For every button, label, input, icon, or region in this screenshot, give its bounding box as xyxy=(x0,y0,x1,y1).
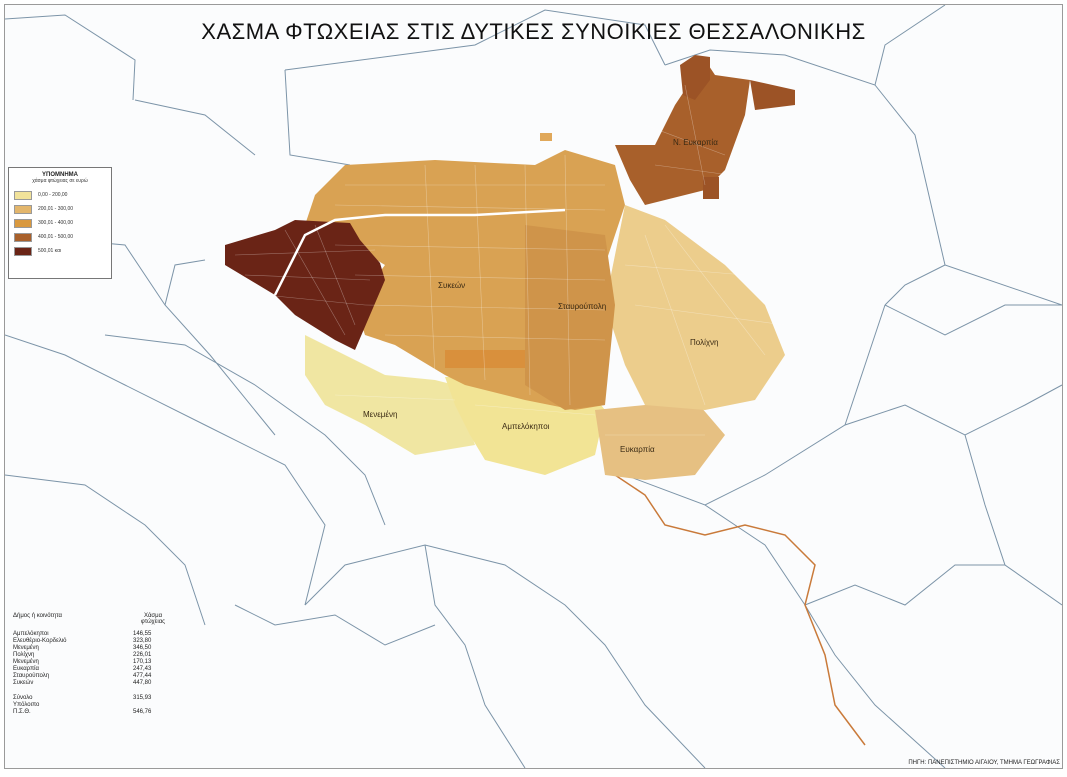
row-name: Σύνολο xyxy=(13,695,33,701)
street-texture-dark xyxy=(234,84,731,336)
legend-item: 200,01 - 300,00 xyxy=(14,202,106,216)
legend-item: 300,01 - 400,00 xyxy=(14,216,106,230)
legend-range: 300,01 - 400,00 xyxy=(38,220,74,226)
legend-swatch xyxy=(14,218,32,228)
row-value: 477,44 xyxy=(133,673,152,679)
legend-range: 0,00 - 200,00 xyxy=(38,192,68,198)
district-eukarpia-south xyxy=(595,400,725,480)
map-title: ΧΑΣΜΑ ΦΤΩΧΕΙΑΣ ΣΤΙΣ ΔΥΤΙΚΕΣ ΣΥΝΟΙΚΙΕΣ ΘΕ… xyxy=(201,19,866,44)
legend-swatch xyxy=(14,190,32,200)
district-menemeni xyxy=(305,335,475,455)
table-row: Π.Σ.Θ. 546,76 xyxy=(13,709,173,716)
row-name: Πολίχνη xyxy=(13,652,35,658)
place-label: Ευκαρπία xyxy=(620,445,655,454)
table-row: Μενεμένη 346,50 xyxy=(13,645,173,652)
district-brown-east xyxy=(750,80,795,110)
place-label: Συκεών xyxy=(438,281,466,290)
legend-swatch xyxy=(14,204,32,214)
table-row: Σύνολο 315,93 xyxy=(13,695,173,702)
row-name: Μενεμένη xyxy=(13,645,39,651)
table-row: Πολίχνη 226,01 xyxy=(13,652,173,659)
row-value: 447,80 xyxy=(133,680,152,686)
district-brown-top xyxy=(680,55,710,100)
place-label: Αμπελόκηποι xyxy=(502,422,550,431)
district-stavroupoli xyxy=(525,225,615,410)
legend-swatch xyxy=(14,246,32,256)
legend-range: 500,01 και xyxy=(38,248,62,254)
street-texture xyxy=(334,154,786,436)
table-row: Μενεμένη 170,13 xyxy=(13,659,173,666)
legend-item: 0,00 - 200,00 xyxy=(14,188,106,202)
place-label: Ν. Ευκαρπία xyxy=(673,138,718,147)
row-name: Ελευθέριο-Κορδελιό xyxy=(13,638,67,644)
place-label: Σταυρούπολη xyxy=(558,302,607,311)
table-row: Υπόλοιπο xyxy=(13,702,173,709)
row-value xyxy=(133,702,173,709)
district-isolated-patch xyxy=(540,133,552,141)
district-brown-small xyxy=(703,177,719,199)
row-name: Αμπελόκηποι xyxy=(13,631,49,637)
place-label: Μενεμένη xyxy=(363,410,398,419)
place-label: Πολίχνη xyxy=(690,338,719,347)
district-polichni xyxy=(605,205,785,410)
legend-heading: ΥΠΟΜΝΗΜΑ xyxy=(42,172,78,178)
row-name: Σταυρούπολη xyxy=(13,673,50,679)
district-darkest xyxy=(225,220,385,350)
stats-col-municipality: Δήμος ή κοινότητα xyxy=(13,613,63,619)
stats-col-gap: Χάσμα φτώχειας xyxy=(140,613,166,625)
legend-item: 500,01 και xyxy=(14,244,106,258)
table-row: Σταυρούπολη 477,44 xyxy=(13,673,173,680)
stats-header: Δήμος ή κοινότητα Χάσμα φτώχειας xyxy=(13,613,173,625)
row-name: Π.Σ.Θ. xyxy=(13,709,31,715)
legend-swatch xyxy=(14,232,32,242)
road-line xyxy=(614,474,866,746)
row-value: 170,13 xyxy=(133,659,152,665)
map-frame: ΧΑΣΜΑ ΦΤΩΧΕΙΑΣ ΣΤΙΣ ΔΥΤΙΚΕΣ ΣΥΝΟΙΚΙΕΣ ΘΕ… xyxy=(4,4,1063,769)
row-name: Υπόλοιπο xyxy=(13,702,40,708)
row-value: 226,01 xyxy=(133,652,152,658)
table-row: Αμπελόκηποι 146,55 xyxy=(13,631,173,638)
legend: ΥΠΟΜΝΗΜΑ χάσμα φτώχειας σε ευρώ 0,00 - 2… xyxy=(8,167,112,279)
table-row: Ελευθέριο-Κορδελιό 323,80 xyxy=(13,638,173,645)
legend-subtitle: χάσμα φτώχειας σε ευρώ xyxy=(32,178,88,184)
legend-item: 400,01 - 500,00 xyxy=(14,230,106,244)
table-row: Συκεών 447,80 xyxy=(13,680,173,687)
row-name: Μενεμένη xyxy=(13,659,39,665)
legend-range: 200,01 - 300,00 xyxy=(38,206,74,212)
stats-table: Δήμος ή κοινότητα Χάσμα φτώχειας Αμπελόκ… xyxy=(13,613,173,716)
row-name: Ευκαρπία xyxy=(13,666,39,672)
row-value: 346,50 xyxy=(133,645,152,651)
row-value: 315,93 xyxy=(133,695,152,701)
stats-footer: Σύνολο 315,93 Υπόλοιπο Π.Σ.Θ. 546,76 xyxy=(13,695,173,716)
district-brown-north xyxy=(615,60,750,205)
source-credit: ΠΗΓΗ: ΠΑΝΕΠΙΣΤΗΜΙΟ ΑΙΓΑΙΟΥ, ΤΜΗΜΑ ΓΕΩΓΡΑ… xyxy=(908,760,1060,766)
district-orange-patch xyxy=(445,350,525,368)
row-value: 247,43 xyxy=(133,666,152,672)
main-avenue xyxy=(273,208,566,296)
row-value: 146,55 xyxy=(133,631,152,637)
row-value: 323,80 xyxy=(133,638,152,644)
legend-range: 400,01 - 500,00 xyxy=(38,234,74,240)
table-row: Ευκαρπία 247,43 xyxy=(13,666,173,673)
row-name: Συκεών xyxy=(13,680,34,686)
map-canvas xyxy=(5,5,1062,768)
row-value: 546,76 xyxy=(133,709,152,715)
